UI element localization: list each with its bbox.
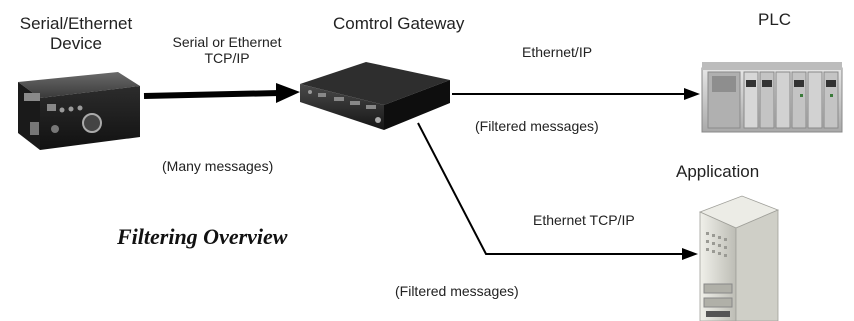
diagram-title: Filtering Overview	[117, 224, 288, 249]
device-label-line1: Serial/Ethernet	[19, 14, 133, 33]
application-label: Application	[676, 162, 760, 181]
arrow-device-to-gateway	[143, 83, 300, 103]
arrow-gateway-to-application	[417, 122, 698, 260]
device-label: Serial/Ethernet Device	[6, 14, 146, 54]
gateway-label: Comtrol Gateway	[333, 14, 465, 33]
device-gateway-label-line2: TCP/IP	[204, 50, 250, 66]
many-messages-note: (Many messages)	[162, 158, 274, 174]
application-server-icon	[698, 195, 780, 321]
comtrol-gateway-icon	[300, 62, 450, 130]
plc-label: PLC	[758, 10, 792, 29]
gateway-plc-note: (Filtered messages)	[475, 118, 599, 134]
gateway-application-label: Ethernet TCP/IP	[533, 212, 635, 228]
device-label-line2: Device	[50, 34, 102, 53]
device-gateway-label: Serial or Ethernet TCP/IP	[152, 34, 302, 66]
device-gateway-label-line1: Serial or Ethernet	[172, 34, 282, 50]
gateway-plc-label: Ethernet/IP	[522, 44, 593, 60]
gateway-application-note: (Filtered messages)	[395, 283, 519, 299]
arrow-gateway-to-plc	[452, 88, 700, 100]
serial-ethernet-device-icon	[18, 72, 140, 150]
plc-icon	[701, 62, 843, 133]
